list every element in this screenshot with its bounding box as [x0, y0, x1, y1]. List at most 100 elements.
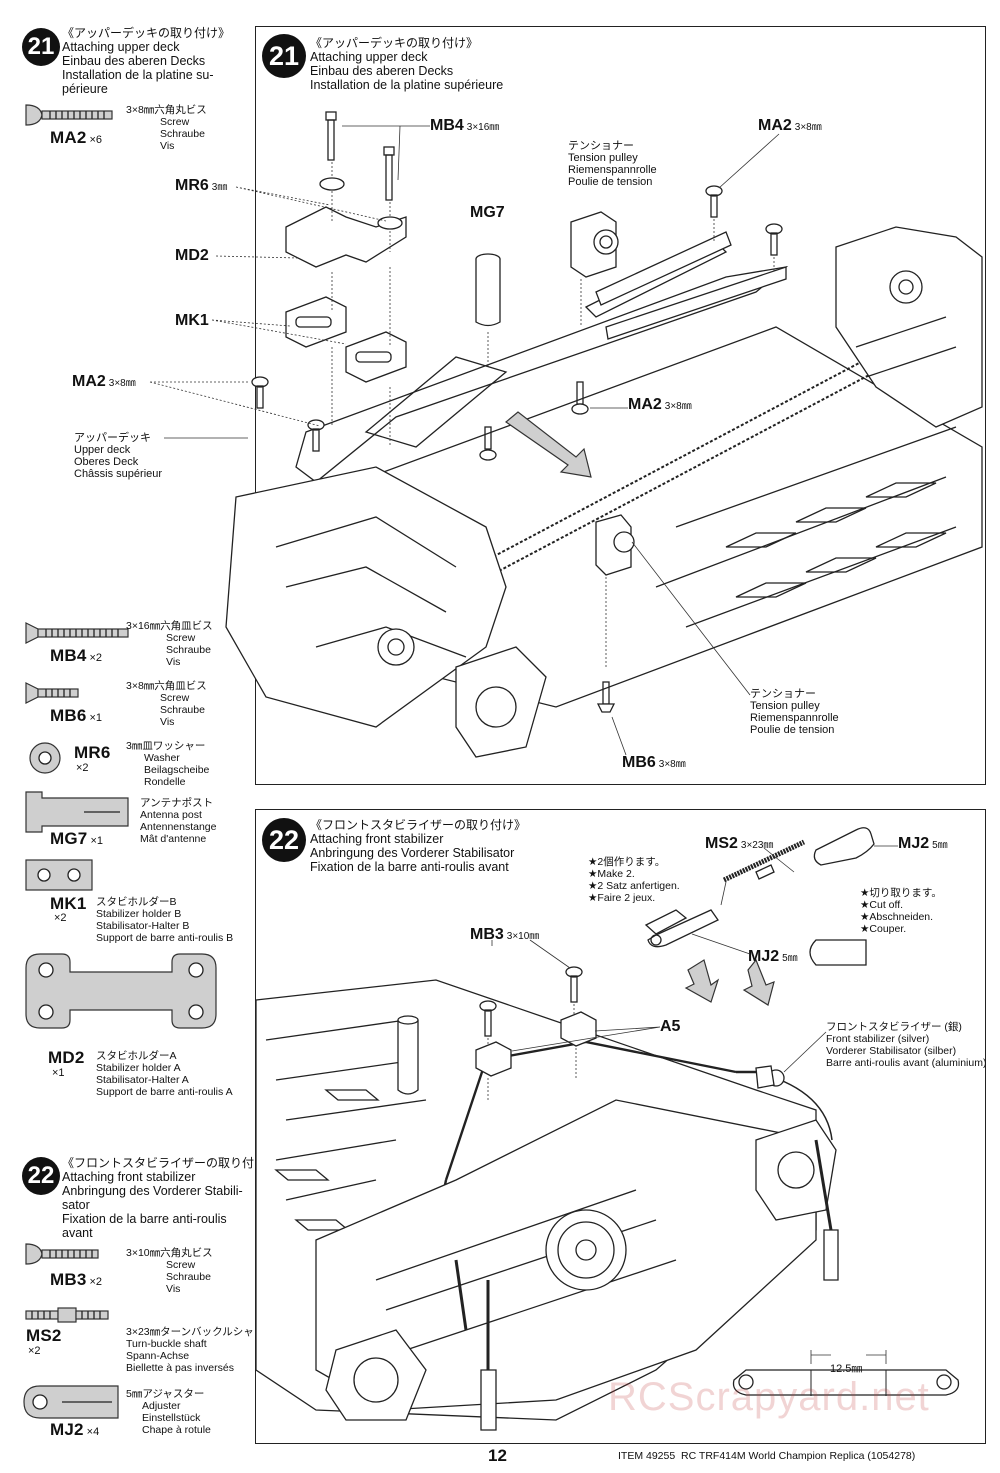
leader-line [783, 1031, 827, 1073]
title-fr: Fixation de la barre anti-roulis [62, 1212, 227, 1226]
title-fr: Installation de la platine su- [62, 68, 214, 82]
md2-holder [285, 206, 407, 268]
title-jp: 《アッパーデッキの取り付け》 [62, 26, 231, 40]
screw-mb4-icon [25, 622, 129, 644]
step-title: 《アッパーデッキの取り付け》 Attaching upper deck Einb… [310, 36, 504, 92]
part-desc-mr6: 3㎜皿ワッシャー Washer Beilagscheibe Rondelle [126, 740, 210, 788]
tension-pulley [570, 211, 619, 327]
ma2-screw [479, 426, 497, 461]
front-stabilizer-bar [444, 1040, 756, 1181]
step21-assembly-drawing [225, 111, 983, 758]
part-qty-md2: ×1 [52, 1067, 65, 1079]
part-code-mk1: MK1 [50, 894, 87, 913]
cut-piece [809, 939, 867, 966]
label-front-stabilizer: フロントスタビライザー (銀) Front stabilizer (silver… [826, 1021, 987, 1069]
label-mg7: MG7 [470, 204, 505, 221]
leader-line [631, 541, 751, 696]
title-jp: 《フロントスタビライザーの取り付け》 [62, 1156, 279, 1170]
mb4-screw [325, 111, 337, 161]
label-a5: A5 [660, 1018, 681, 1035]
dimension-detail [732, 1350, 960, 1396]
leader-line [164, 437, 248, 439]
turnbuckle-ms2-icon [25, 1307, 109, 1323]
front-suspension [225, 466, 507, 728]
part-desc-mk1: スタビホルダーB Stabilizer holder B Stabilisato… [96, 896, 234, 944]
adjuster-mj2-icon [23, 1385, 119, 1419]
label-mk1: MK1 [175, 312, 209, 329]
item-footer: ITEM 49255 RC TRF414M World Champion Rep… [618, 1450, 916, 1462]
part-code-mg7: MG7×1 [50, 829, 103, 848]
label-tension-pulley-top: テンショナー Tension pulley Riemenspannrolle P… [568, 140, 657, 188]
leader-line [342, 125, 430, 181]
title-de: Einbau des aberen Decks [62, 54, 206, 68]
a5-holder [475, 1041, 512, 1077]
label-tension-pulley-bottom: テンショナー Tension pulley Riemenspannrolle P… [750, 688, 839, 736]
mb4-screw [383, 146, 395, 201]
part-desc-mj2: 5㎜アジャスター Adjuster Einstellstück Chape à … [126, 1388, 211, 1436]
leader-line [718, 133, 780, 189]
leader-line [590, 407, 628, 409]
leader-line [235, 186, 387, 222]
part-desc-ms2: 3×23㎜ターンバックルシャフト Turn-buckle shaft Spann… [126, 1326, 275, 1374]
mb6-screw [596, 681, 616, 713]
direction-arrow [505, 411, 592, 478]
title-fr-cont: périeure [62, 82, 108, 96]
step-title: 《アッパーデッキの取り付け》 Attaching upper deck Einb… [62, 26, 230, 96]
label-md2: MD2 [175, 247, 209, 264]
step-number-badge: 21 [22, 28, 60, 66]
part-qty-ms2: ×2 [28, 1345, 41, 1357]
a5-holder [560, 1011, 597, 1047]
mk1-block [285, 296, 347, 348]
part-code-ma2: MA2×6 [50, 128, 103, 147]
part-desc-mg7: アンテナポスト Antenna post Antennenstange Mât … [140, 797, 217, 845]
leader-line [874, 845, 898, 847]
ma2-screw [251, 376, 269, 409]
screw-ma2-icon [25, 104, 113, 126]
title-de-cont: sator [62, 1198, 90, 1212]
mb3-screw [565, 966, 583, 1003]
direction-arrow [684, 959, 720, 1003]
stabilizer-holder-a-icon [25, 953, 217, 1029]
part-code-mb3: MB3×2 [50, 1270, 103, 1289]
leader-line [491, 939, 571, 969]
step-number-badge: 22 [262, 818, 306, 862]
part-code-mb6: MB6×1 [50, 706, 103, 725]
leader-line [511, 1026, 661, 1052]
part-desc-md2: スタビホルダーA Stabilizer holder A Stabilisato… [96, 1050, 233, 1098]
washer-mr6-icon [29, 742, 61, 774]
part-code-mj2: MJ2×4 [50, 1420, 100, 1439]
ma2-screw [307, 419, 325, 452]
title-en: Attaching upper deck [62, 40, 180, 54]
leader-line [691, 933, 751, 955]
ma2-screw [571, 381, 589, 415]
screw-mb6-icon [25, 682, 79, 704]
turnbuckle-detail [644, 827, 875, 948]
dimension-label: 12.5㎜ [830, 1363, 863, 1375]
step-number-badge: 22 [22, 1157, 60, 1195]
mk1-block [345, 331, 407, 383]
part-desc-mb4: 3×16㎜六角皿ビス Screw Schraube Vis [126, 620, 213, 668]
step-number-badge: 21 [262, 34, 306, 78]
direction-arrow [742, 958, 775, 1006]
part-qty-mr6: ×2 [76, 762, 89, 774]
part-code-ms2: MS2 [26, 1326, 62, 1345]
ma2-screw [705, 185, 723, 218]
mb3-screw [479, 1000, 497, 1037]
step-title: 《フロントスタビライザーの取り付け》 Attaching front stabi… [310, 818, 527, 874]
leader-line [211, 319, 347, 345]
leader-line [611, 716, 627, 756]
screw-mb3-icon [25, 1243, 99, 1265]
label-upper-deck: アッパーデッキ Upper deck Oberes Deck Châssis s… [74, 432, 163, 480]
step22-assembly-drawing [255, 827, 960, 1431]
leader-line [763, 847, 795, 873]
